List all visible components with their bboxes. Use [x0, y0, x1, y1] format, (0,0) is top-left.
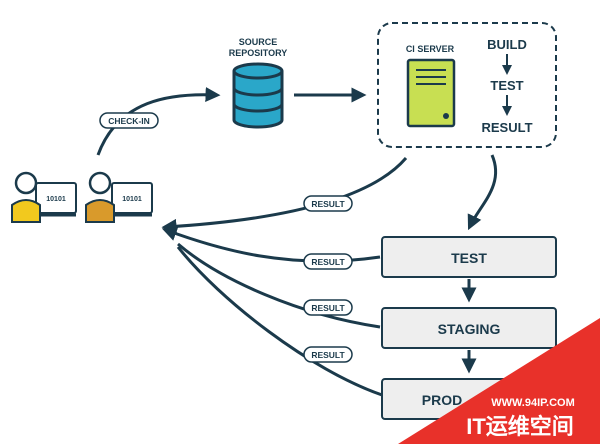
result-label-4: RESULT	[311, 350, 345, 360]
source-title-line1: SOURCE	[239, 37, 278, 47]
developer-1: 10101	[11, 171, 77, 223]
arrow-staging-result	[177, 242, 381, 329]
result-pill-4: RESULT	[303, 346, 353, 363]
database-icon	[232, 62, 284, 129]
watermark-brand: IT运维空间	[466, 414, 574, 439]
arrow-ci-result-to-dev	[161, 157, 408, 234]
person-icon	[85, 171, 115, 223]
ci-step-build: BUILD	[487, 37, 527, 52]
ci-server-label: CI SERVER	[406, 44, 455, 54]
arrow-prod-result	[176, 246, 383, 397]
result-label-1: RESULT	[311, 199, 345, 209]
result-label-3: RESULT	[311, 303, 345, 313]
stage-staging-label: STAGING	[438, 321, 501, 337]
result-pill-2: RESULT	[303, 253, 353, 270]
developer-2: 10101	[85, 171, 153, 223]
ci-step-result: RESULT	[481, 120, 532, 135]
ci-step-test: TEST	[490, 78, 523, 93]
source-repository: SOURCE REPOSITORY	[229, 37, 288, 129]
watermark: WWW.94IP.COM IT运维空间	[398, 318, 600, 444]
server-icon	[406, 58, 456, 128]
stage-prod-label: PROD	[422, 392, 462, 408]
stage-test-label: TEST	[451, 250, 487, 266]
result-pill-3: RESULT	[303, 299, 353, 316]
watermark-url: WWW.94IP.COM	[491, 397, 575, 409]
source-title-line2: REPOSITORY	[229, 48, 288, 58]
developer-2-code: 10101	[122, 196, 142, 203]
arrow-ci-to-test	[467, 154, 498, 231]
result-label-2: RESULT	[311, 257, 345, 267]
result-pill-1: RESULT	[303, 195, 353, 212]
arrow-checkin	[96, 87, 221, 156]
person-icon	[11, 171, 41, 223]
checkin-pill: CHECK-IN	[99, 112, 159, 129]
stage-staging: STAGING	[381, 307, 557, 349]
developer-1-code: 10101	[46, 196, 66, 203]
checkin-label: CHECK-IN	[108, 116, 150, 126]
ci-server-box: CI SERVER BUILD TEST RESULT	[377, 22, 557, 148]
stage-test: TEST	[381, 236, 557, 278]
